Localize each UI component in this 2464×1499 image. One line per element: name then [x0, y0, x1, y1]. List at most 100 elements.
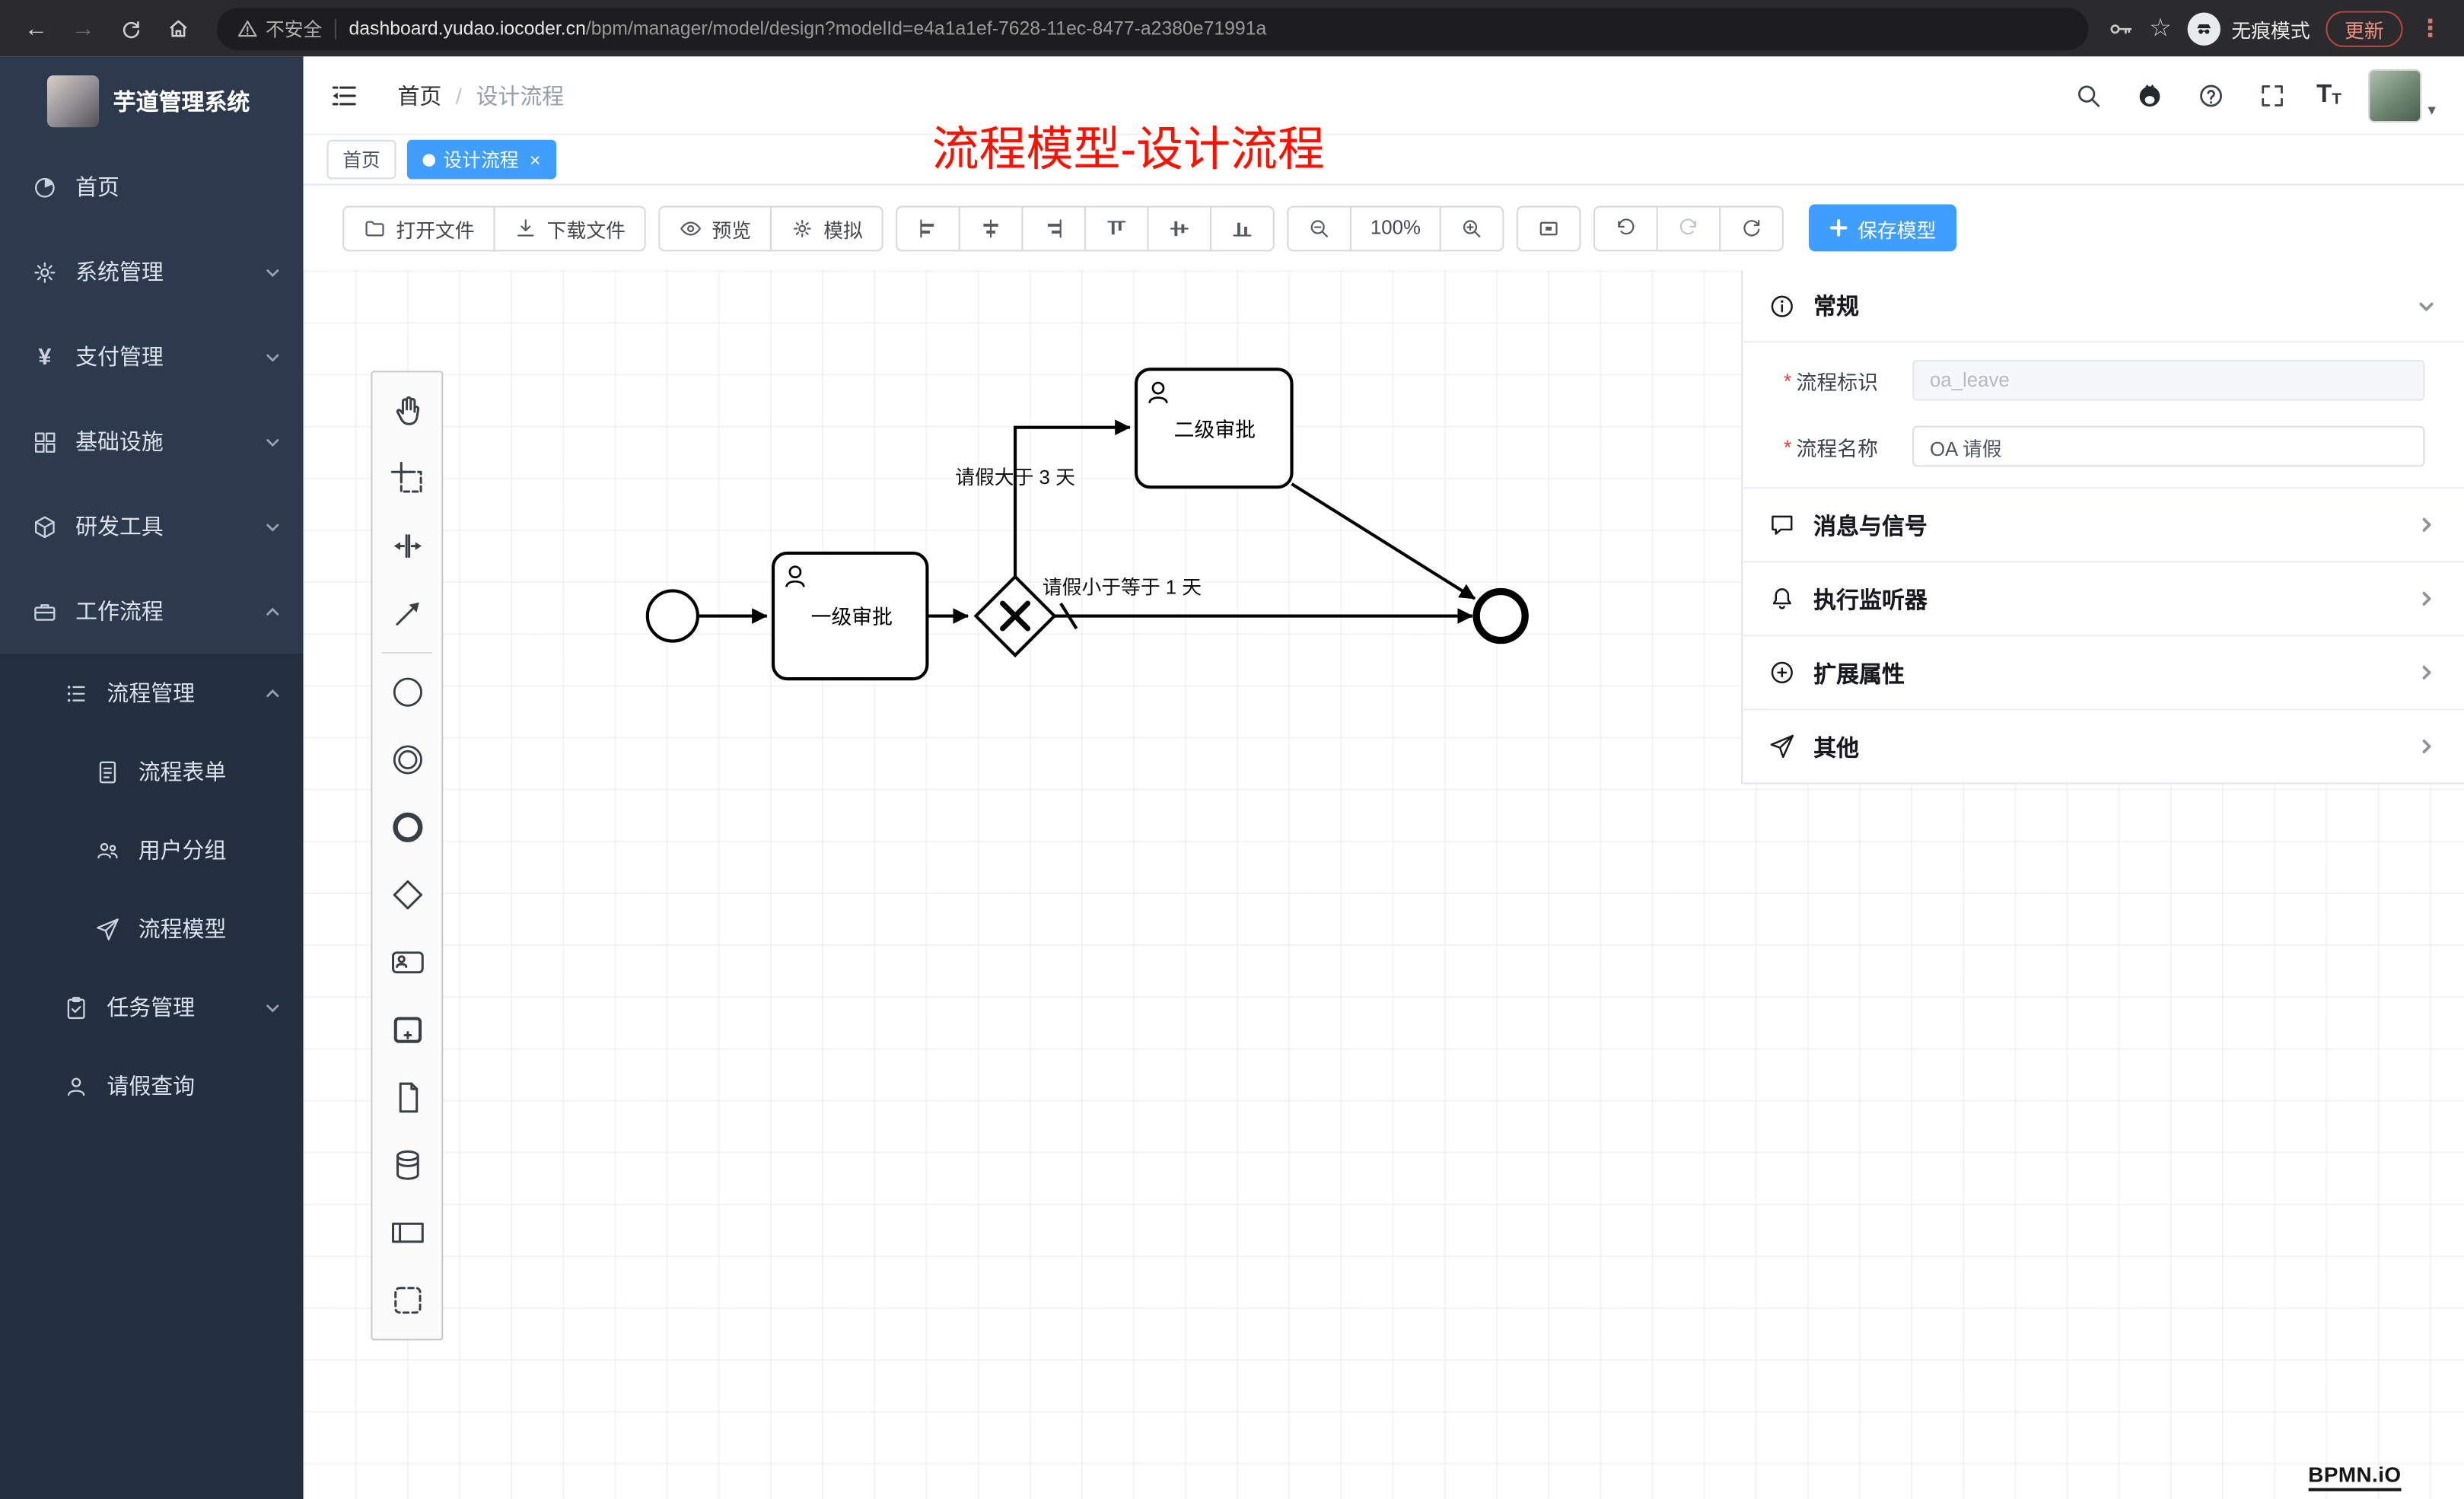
reload-icon[interactable] [110, 8, 151, 49]
exclusive-gateway[interactable] [973, 574, 1057, 658]
designer-toolbar: 打开文件 下载文件 预览 模拟 [303, 185, 2464, 271]
bpmn-canvas[interactable]: 请假大于 3 天 请假小于等于 1 天 一级审批 [303, 270, 2464, 1499]
redo-button[interactable] [1656, 205, 1721, 251]
fullscreen-icon[interactable] [2255, 78, 2290, 112]
flow-task2-to-end[interactable] [1291, 482, 1476, 600]
align-bottom-icon [1233, 221, 1252, 236]
flow-label-le1[interactable]: 请假小于等于 1 天 [1043, 577, 1202, 599]
start-event[interactable] [645, 589, 699, 643]
process-key-input[interactable] [1912, 359, 2425, 401]
align-right-button[interactable] [1021, 205, 1087, 251]
sidebar-item-process-form[interactable]: 流程表单 [0, 732, 304, 810]
properties-panel: 常规 *流程标识 *流程名称 [1741, 270, 2464, 785]
align-middle-button[interactable] [1147, 205, 1212, 251]
undo-button[interactable] [1593, 205, 1658, 251]
section-execution-listeners[interactable]: 执行监听器 [1743, 562, 2464, 635]
chevron-right-icon [2417, 589, 2436, 608]
process-name-input[interactable] [1912, 425, 2425, 467]
open-file-button[interactable]: 打开文件 [342, 205, 495, 251]
flow-label-gt3[interactable]: 请假大于 3 天 [955, 466, 1075, 489]
browser-menu-icon[interactable]: ⋮ [2418, 14, 2443, 42]
task-second-approval[interactable]: 二级审批 [1135, 368, 1294, 489]
lasso-tool-icon[interactable] [374, 444, 440, 512]
sidebar-item-process-model[interactable]: 流程模型 [0, 890, 304, 968]
save-model-button[interactable]: 保存模型 [1809, 204, 1957, 252]
section-general[interactable]: 常规 [1743, 270, 2464, 343]
help-icon[interactable] [2194, 78, 2228, 112]
section-messages-signals[interactable]: 消息与信号 [1743, 489, 2464, 561]
start-event-icon[interactable] [374, 658, 440, 726]
data-store-icon[interactable] [374, 1131, 440, 1199]
zoom-fit-button[interactable] [1516, 205, 1581, 251]
section-other[interactable]: 其他 [1743, 710, 2464, 782]
sidebar-item-task-mgmt[interactable]: 任务管理 [0, 968, 304, 1046]
download-file-button[interactable]: 下载文件 [493, 205, 646, 251]
sidebar-item-process-mgmt[interactable]: 流程管理 [0, 654, 304, 732]
sidebar-fold-icon[interactable] [329, 79, 360, 110]
zoom-in-button[interactable] [1439, 205, 1504, 251]
palette-separator [381, 652, 432, 654]
align-center-button[interactable] [958, 205, 1023, 251]
forward-icon[interactable]: → [71, 14, 95, 42]
sidebar-item-devtools[interactable]: 研发工具 [0, 484, 304, 569]
data-object-icon[interactable] [374, 1064, 440, 1131]
call-activity-icon[interactable] [374, 996, 440, 1064]
participant-icon[interactable] [374, 1199, 440, 1267]
sidebar-item-system[interactable]: 系统管理 [0, 230, 304, 315]
section-extended-attributes[interactable]: 扩展属性 [1743, 636, 2464, 708]
message-icon [1772, 515, 1793, 535]
align-left-button[interactable] [896, 205, 960, 251]
search-icon[interactable] [2071, 78, 2106, 112]
security-warning[interactable]: 不安全 [237, 15, 322, 42]
incognito-icon [2187, 11, 2220, 45]
users-icon [94, 837, 121, 864]
tab-home[interactable]: 首页 [326, 139, 396, 180]
user-task-icon[interactable] [374, 928, 440, 996]
align-bottom-button[interactable] [1210, 205, 1275, 251]
gateway-icon[interactable] [374, 861, 440, 929]
end-event-icon[interactable] [374, 794, 440, 861]
tab-design-process[interactable]: 设计流程 × [406, 139, 557, 180]
url-bar[interactable]: 不安全 dashboard.yudao.iocoder.cn/bpm/manag… [216, 7, 2088, 50]
sidebar-item-leave-query[interactable]: 请假查询 [0, 1046, 304, 1125]
key-icon[interactable] [2107, 15, 2134, 42]
redo-icon [1679, 218, 1697, 234]
fit-viewport-icon [1539, 221, 1558, 235]
back-icon[interactable]: ← [24, 14, 48, 42]
sidebar-item-payment[interactable]: ¥ 支付管理 [0, 314, 304, 399]
update-button[interactable]: 更新 [2326, 10, 2403, 46]
align-top-button[interactable] [1084, 205, 1149, 251]
app-logo-row[interactable]: 芋道管理系统 [0, 56, 304, 145]
url-text: dashboard.yudao.iocoder.cn/bpm/manager/m… [349, 18, 1266, 40]
global-connect-tool-icon[interactable] [374, 580, 440, 648]
sidebar-item-infra[interactable]: 基础设施 [0, 399, 304, 485]
sidebar-item-user-group[interactable]: 用户分组 [0, 811, 304, 890]
end-event[interactable] [1472, 587, 1529, 644]
refresh-button[interactable] [1719, 205, 1784, 251]
bookmark-star-icon[interactable]: ☆ [2149, 15, 2172, 43]
file-button-group: 打开文件 下载文件 [342, 205, 646, 251]
tags-view: 首页 设计流程 × [303, 135, 2464, 186]
space-tool-icon[interactable] [374, 512, 440, 580]
breadcrumb-home[interactable]: 首页 [397, 82, 442, 108]
home-icon[interactable] [158, 8, 199, 49]
dashboard-icon [31, 173, 58, 200]
github-icon[interactable] [2133, 78, 2167, 112]
preview-button[interactable]: 预览 [658, 205, 772, 251]
bpmn-io-watermark[interactable]: BPMN.iO [2308, 1463, 2402, 1491]
user-menu[interactable]: ▾ [2368, 68, 2436, 123]
sidebar-item-home[interactable]: 首页 [0, 145, 304, 230]
sidebar-item-label: 基础设施 [75, 428, 164, 454]
task-first-approval[interactable]: 一级审批 [771, 551, 929, 681]
close-icon[interactable]: × [530, 148, 541, 171]
plus-circle-icon [1771, 661, 1793, 683]
simulate-button[interactable]: 模拟 [769, 205, 883, 251]
flow-gateway-to-task2[interactable] [1013, 419, 1131, 577]
gear-icon [31, 259, 58, 285]
zoom-out-button[interactable] [1287, 205, 1352, 251]
hand-tool-icon[interactable] [374, 377, 440, 445]
sidebar-item-workflow[interactable]: 工作流程 [0, 569, 304, 654]
intermediate-event-icon[interactable] [374, 726, 440, 794]
group-icon[interactable] [374, 1266, 440, 1334]
